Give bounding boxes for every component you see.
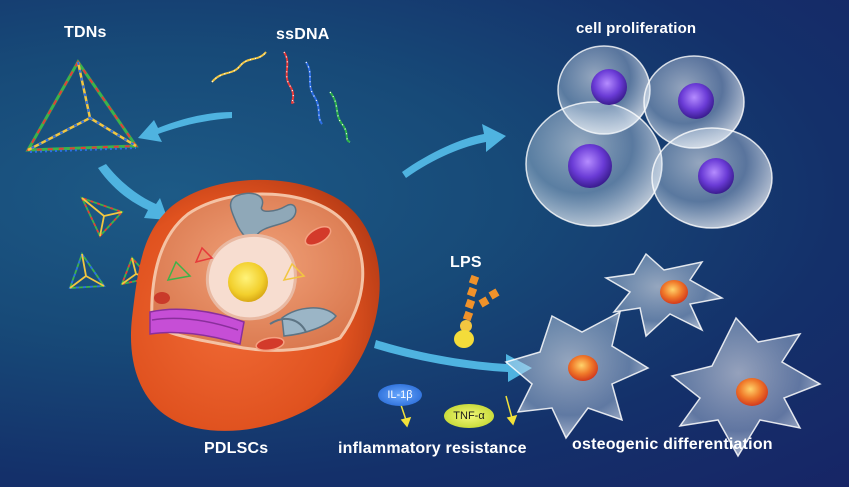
tdns-label: TDNs (64, 24, 107, 41)
il1b-label: IL-1β (387, 389, 413, 401)
nucleus-red-1 (660, 280, 688, 304)
nucleus-red-2 (568, 355, 598, 381)
tnfa-label: TNF-α (453, 410, 485, 422)
lps-label: LPS (450, 254, 482, 271)
osteogenic-cells (504, 252, 822, 458)
il1b-badge: IL-1β (378, 384, 422, 406)
nucleus-purple-2 (678, 83, 714, 119)
ssdna-label: ssDNA (276, 26, 330, 43)
osteogenic-differentiation-label: osteogenic differentiation (572, 436, 773, 453)
pdlscs-label: PDLSCs (204, 440, 269, 457)
arrow-tdns-to-pdlscs (98, 164, 168, 220)
lps-molecule (454, 274, 500, 348)
tdn-small-1 (80, 196, 124, 238)
nucleus-purple-4 (698, 158, 734, 194)
tdn-tetrahedron-large (25, 59, 139, 153)
tdn-small-2 (68, 252, 106, 289)
nucleus-purple-3 (568, 144, 612, 188)
inflammatory-resistance-label: inflammatory resistance (338, 440, 527, 457)
ssdna-strands (211, 51, 351, 143)
cell-proliferation-label: cell proliferation (576, 20, 697, 37)
arrow-to-differentiation (374, 340, 532, 382)
arrow-ssdna-to-tdns (138, 112, 232, 142)
proliferating-cells (525, 45, 773, 229)
pdlsc-cell (130, 179, 380, 431)
nucleus-purple-1 (591, 69, 627, 105)
tnfa-badge: TNF-α (444, 404, 494, 428)
nucleus-red-3 (736, 378, 768, 406)
arrow-to-proliferation (402, 124, 506, 178)
